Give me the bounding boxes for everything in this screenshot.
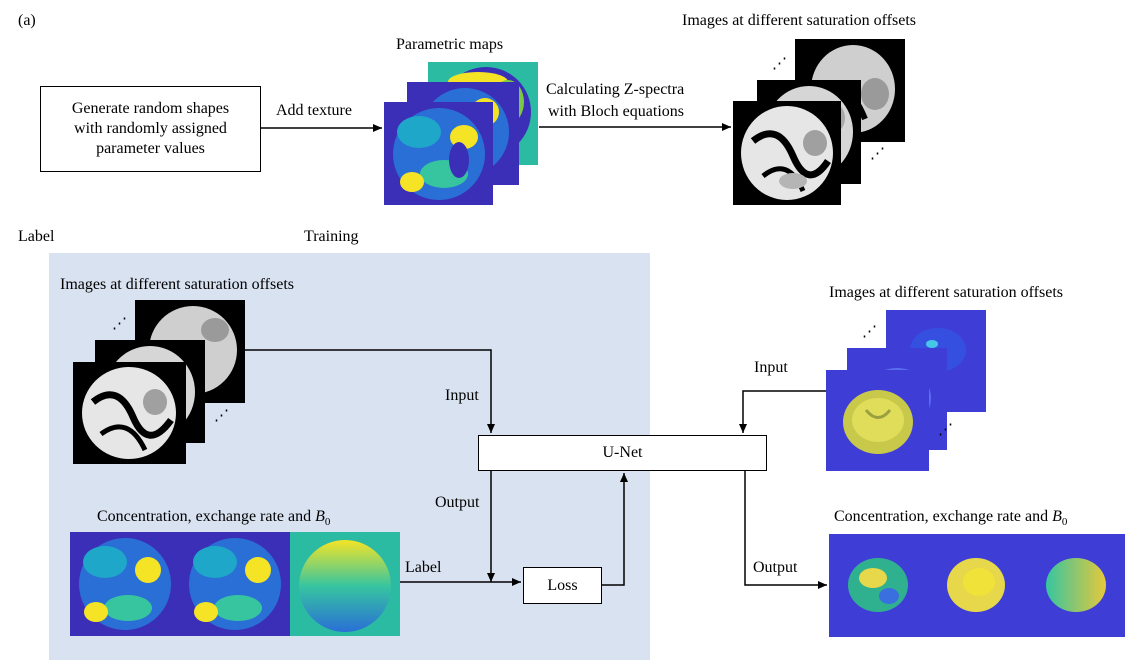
images-title-a: Images at different saturation offsets: [682, 12, 916, 29]
label-map-exchange-rate: [180, 532, 290, 636]
ellipsis-icon: ⋰: [214, 408, 229, 424]
b0-sub-left: 0: [324, 516, 331, 529]
real-image-front: [826, 370, 929, 471]
generate-shapes-box: Generate random shapes with randomly ass…: [40, 86, 261, 172]
sat-image-b-front: [73, 362, 186, 464]
label-label: Label: [405, 559, 442, 576]
training-title: Training: [304, 228, 359, 245]
images-title-left: Images at different saturation offsets: [60, 276, 294, 293]
images-title-right: Images at different saturation offsets: [829, 284, 1063, 301]
unet-box: U-Net: [478, 435, 767, 471]
concentration-right-text: Concentration, exchange rate and: [834, 508, 1053, 525]
output-label-right: Output: [753, 559, 798, 576]
calc-line-2: with Bloch equations: [548, 103, 684, 120]
output-maps-strip: [829, 534, 1125, 637]
ellipsis-icon: ⋰: [772, 56, 787, 72]
parametric-maps-title: Parametric maps: [396, 36, 504, 53]
panel-b-label: Label: [18, 228, 55, 245]
parametric-map-front: [384, 102, 493, 205]
label-map-concentration: [70, 532, 180, 636]
add-texture-label: Add texture: [276, 102, 352, 119]
output-label-left: Output: [435, 494, 480, 511]
input-label-left: Input: [445, 387, 479, 404]
sat-image-a-front: [733, 101, 841, 205]
arrow-input-right: [739, 390, 826, 433]
ellipsis-icon: ⋰: [870, 146, 885, 162]
arrow-input-left: [245, 349, 495, 433]
generate-line-2: with randomly assigned: [74, 120, 227, 137]
loss-box: Loss: [523, 567, 602, 604]
panel-a-label: (a): [18, 12, 36, 29]
b0-sub-right: 0: [1061, 516, 1068, 529]
concentration-left-text: Concentration, exchange rate and: [97, 508, 316, 525]
arrow-output-right: [744, 471, 827, 589]
b0-var-right: B: [1052, 508, 1062, 525]
generate-line-1: Generate random shapes: [71, 100, 230, 117]
ellipsis-icon: ⋰: [112, 316, 127, 332]
input-label-right: Input: [754, 359, 788, 376]
ellipsis-icon: ⋰: [938, 422, 953, 438]
generate-line-3: parameter values: [96, 140, 205, 157]
concentration-title-left: Concentration, exchange rate and B0: [97, 508, 330, 529]
arrow-loss-to-unet: [602, 473, 628, 586]
calc-line-1: Calculating Z-spectra: [546, 81, 685, 98]
ellipsis-icon: ⋰: [862, 324, 877, 340]
label-map-b0: [290, 532, 400, 636]
concentration-title-right: Concentration, exchange rate and B0: [834, 508, 1067, 529]
b0-var-left: B: [315, 508, 325, 525]
